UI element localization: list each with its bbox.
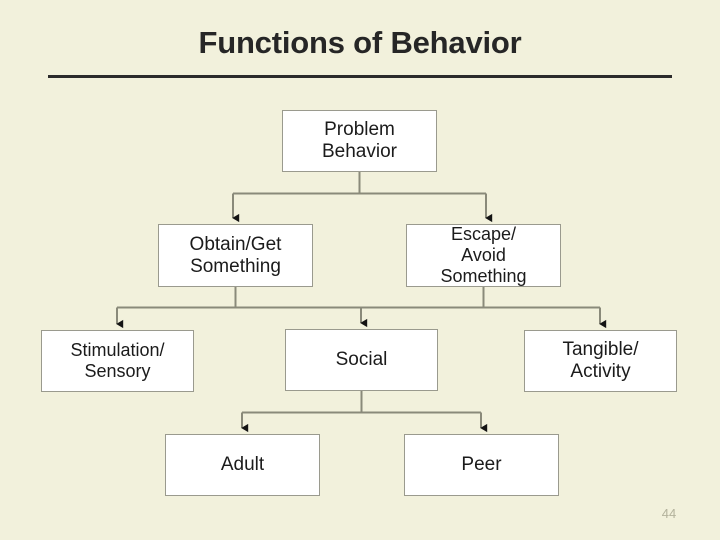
node-stimulation-sensory[interactable]: Stimulation/ Sensory [41, 330, 194, 392]
node-adult[interactable]: Adult [165, 434, 320, 496]
title-divider [48, 75, 672, 78]
node-peer[interactable]: Peer [404, 434, 559, 496]
page-number: 44 [661, 506, 677, 521]
node-obtain-get-something[interactable]: Obtain/Get Something [158, 224, 313, 287]
node-escape-avoid-something[interactable]: Escape/ Avoid Something [406, 224, 561, 287]
node-social[interactable]: Social [285, 329, 438, 391]
node-problem-behavior[interactable]: Problem Behavior [282, 110, 437, 172]
node-tangible-activity[interactable]: Tangible/ Activity [524, 330, 677, 392]
page-title: Functions of Behavior [198, 25, 522, 60]
